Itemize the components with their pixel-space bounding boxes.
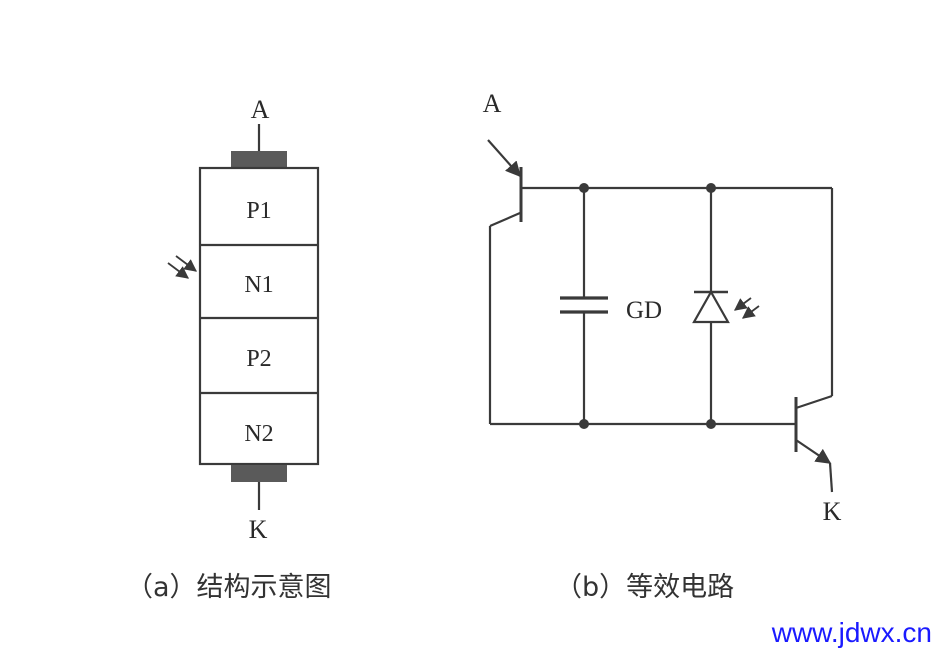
structure-caption: （a）结构示意图	[126, 572, 332, 603]
photodiode	[692, 188, 760, 424]
layer-stack-outline	[198, 166, 320, 466]
structure-anode-label: A	[251, 95, 270, 124]
capacitor	[560, 188, 608, 424]
layer-label-n2: N2	[244, 421, 273, 447]
npn-emitter-lead	[828, 462, 834, 493]
pnp-collector	[489, 211, 521, 228]
layer-label-p1: P1	[246, 198, 271, 224]
circuit-cathode-label: K	[823, 497, 842, 526]
circuit-anode-label: A	[483, 89, 502, 118]
photodiode-light-icon	[733, 297, 760, 319]
photodiode-label: GD	[626, 297, 662, 324]
npn-emitter	[795, 439, 832, 464]
equivalent-circuit	[487, 139, 834, 493]
cathode-electrode	[231, 465, 287, 482]
pnp-transistor	[487, 139, 584, 228]
npn-collector	[795, 394, 833, 410]
layer-label-n1: N1	[244, 272, 273, 298]
structure-cathode-label: K	[249, 515, 268, 544]
pnp-emitter	[487, 139, 522, 178]
structure-diagram	[167, 124, 320, 510]
light-arrows-icon	[167, 255, 198, 279]
anode-electrode	[231, 151, 287, 168]
circuit-caption: （b）等效电路	[555, 572, 734, 603]
layer-label-p2: P2	[246, 346, 271, 372]
junction-dots	[579, 183, 716, 429]
photodiode-triangle	[692, 289, 730, 324]
watermark-text: www.jdwx.cn	[771, 617, 932, 648]
npn-transistor	[794, 394, 834, 493]
